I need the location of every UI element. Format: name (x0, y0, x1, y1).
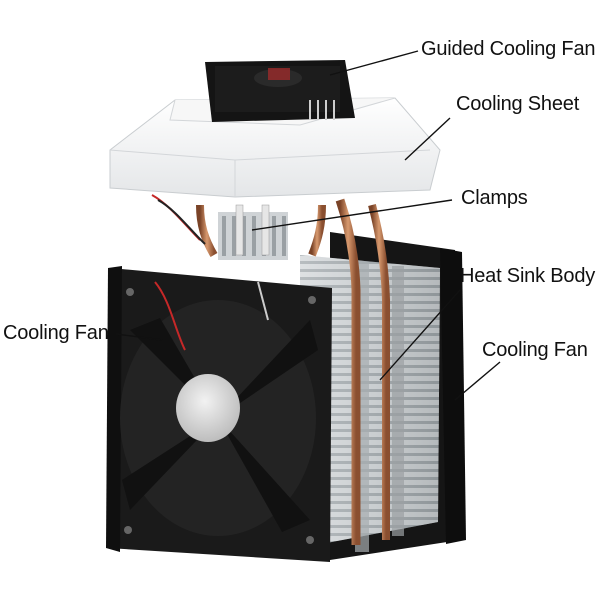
label-guided-cooling-fan: Guided Cooling Fan (421, 38, 596, 60)
label-cooling-sheet: Cooling Sheet (456, 93, 580, 115)
leader-heat-sink (379, 289, 461, 381)
clamp-block (151, 194, 288, 260)
leader-cooling-sheet (404, 117, 451, 161)
leader-clamps (251, 199, 453, 231)
label-heat-sink-body: Heat Sink Body (460, 265, 596, 287)
copper-heat-pipes (196, 198, 390, 545)
label-cooling-fan-left: Cooling Fan (3, 322, 109, 344)
heat-sink-body (300, 255, 440, 552)
front-cooling-fan (106, 266, 332, 562)
leader-guided-fan (329, 50, 419, 76)
leader-cooling-fan-left (115, 333, 163, 341)
label-cooling-fan-right: Cooling Fan (482, 339, 588, 361)
label-clamps: Clamps (461, 187, 528, 209)
guided-cooling-fan (205, 60, 355, 122)
leader-cooling-fan-right (454, 361, 501, 401)
